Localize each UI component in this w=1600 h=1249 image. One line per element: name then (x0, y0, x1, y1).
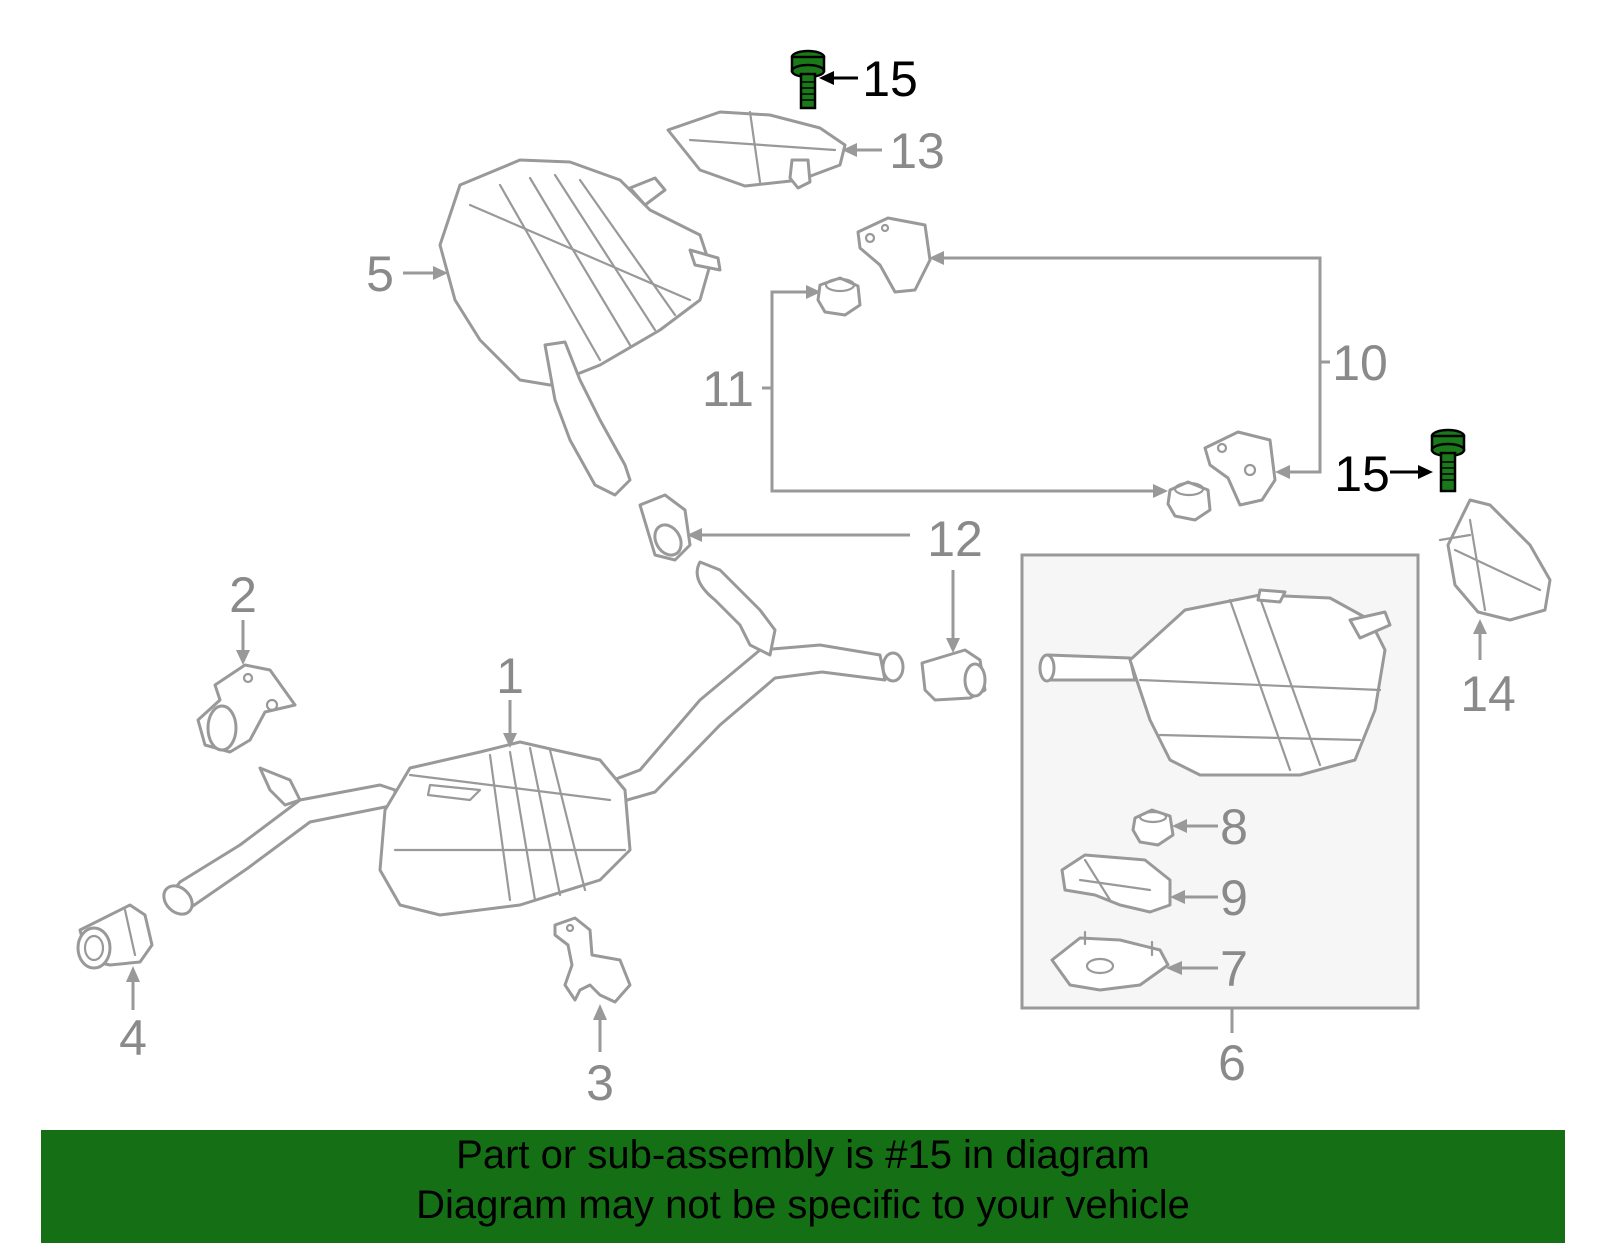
hanger-part-2 (196, 663, 297, 754)
highlighted-bolt-part-15-right (1430, 428, 1466, 493)
callout-14: 14 (1460, 666, 1516, 722)
callout-4: 4 (119, 1010, 147, 1066)
banner-line-1: Part or sub-assembly is #15 in diagram (456, 1133, 1150, 1177)
callout-7: 7 (1220, 941, 1248, 997)
callout-3: 3 (586, 1055, 614, 1111)
highlighted-bolt-part-15-top (790, 49, 826, 110)
callout-5: 5 (366, 246, 394, 302)
nut-part-8 (1131, 808, 1175, 847)
info-banner: Part or sub-assembly is #15 in diagram D… (41, 1130, 1565, 1243)
lower-nut-part-11 (1166, 480, 1212, 522)
heat-shield-part-13 (666, 110, 847, 190)
banner-line-2: Diagram may not be specific to your vehi… (416, 1183, 1190, 1227)
heat-shield-part-14 (1438, 498, 1552, 622)
callout-12: 12 (927, 511, 983, 567)
callout-1: 1 (496, 648, 524, 704)
mounting-bracket-part-9 (1060, 853, 1172, 914)
clamp-bracket-part-3 (553, 916, 632, 1004)
rear-muffler-assembly-part-6 (1038, 588, 1392, 777)
lower-bracket-part-10 (1203, 430, 1277, 507)
callout-9: 9 (1220, 870, 1248, 926)
callout-13: 13 (889, 123, 945, 179)
pipe-clamp-part-4 (76, 903, 154, 970)
pipe-clamp-part-12 (638, 493, 987, 702)
callout-2: 2 (229, 567, 257, 623)
upper-nut-part-11 (816, 276, 862, 317)
center-muffler-and-front-pipe (162, 560, 905, 917)
callout-15-right: 15 (1334, 446, 1390, 502)
mounting-bracket-part-7 (1050, 930, 1170, 992)
callout-6: 6 (1218, 1035, 1246, 1091)
leader-lines (126, 71, 1487, 1052)
callout-8: 8 (1220, 799, 1248, 855)
rear-muffler-part-5 (438, 158, 722, 497)
callout-11: 11 (702, 361, 754, 417)
callout-15-top: 15 (862, 51, 918, 107)
upper-bracket-part-10 (856, 216, 932, 294)
callout-10: 10 (1332, 335, 1388, 391)
